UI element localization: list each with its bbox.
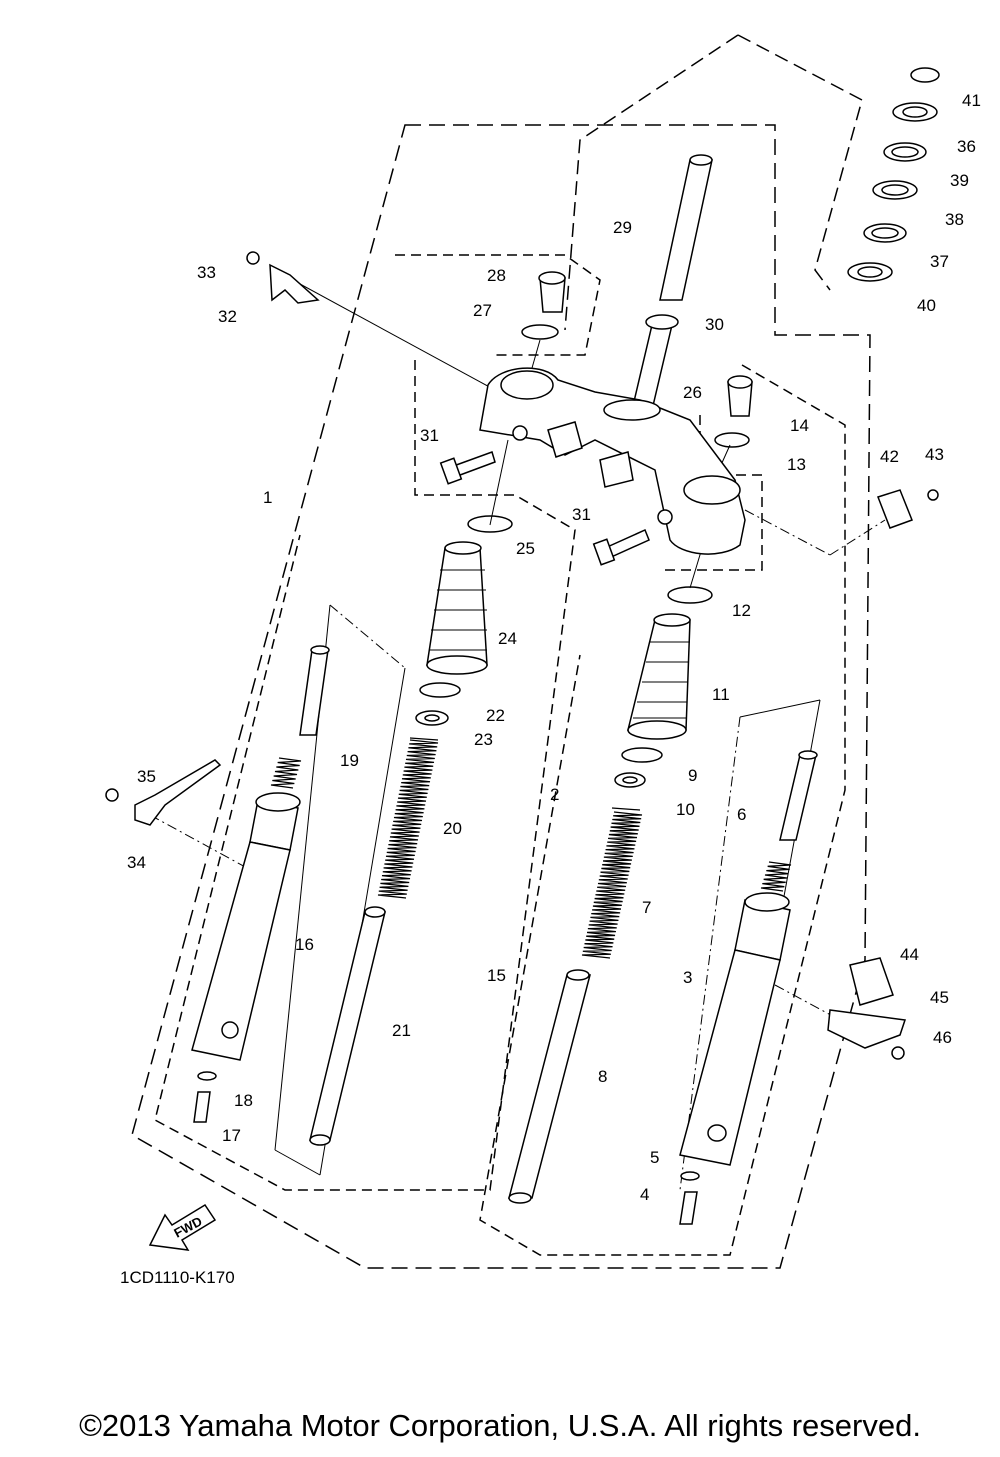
- callout-41: 41: [962, 91, 981, 110]
- drawing-code: 1CD1110-K170: [120, 1268, 235, 1287]
- outline-right-inner: [479, 364, 846, 1256]
- callout-30: 30: [705, 315, 724, 334]
- bolts-31: [439, 451, 650, 566]
- outline-fork-assembly-1: [131, 124, 871, 1269]
- callout-22: 22: [486, 706, 505, 725]
- callout-15: 15: [487, 966, 506, 985]
- small-spring-6: [760, 861, 792, 892]
- callout-28: 28: [487, 266, 506, 285]
- callout-13: 13: [787, 455, 806, 474]
- callout-8: 8: [598, 1067, 607, 1086]
- callout-36: 36: [957, 137, 976, 156]
- callout-40: 40: [917, 296, 936, 315]
- outline-steering-head: [737, 34, 863, 291]
- brackets-and-bolts: [105, 251, 939, 1060]
- fwd-arrow-icon: FWD: [148, 1203, 217, 1251]
- bottom-bolts: [193, 1071, 700, 1225]
- assembly-outlines: [131, 34, 871, 1269]
- outline-bracket-lower: [154, 360, 576, 1191]
- oil-seals: [415, 710, 646, 788]
- copyright-notice: ©2013 Yamaha Motor Corporation, U.S.A. A…: [79, 1408, 921, 1443]
- callout-33: 33: [197, 263, 216, 282]
- callout-24: 24: [498, 629, 517, 648]
- callout-6: 6: [737, 805, 746, 824]
- circlips: [419, 515, 713, 763]
- callout-34: 34: [127, 853, 146, 872]
- callout-14: 14: [790, 416, 809, 435]
- callout-26: 26: [683, 383, 702, 402]
- callout-31a: 31: [420, 426, 439, 445]
- dust-boot-ribs: [429, 569, 690, 719]
- fork-spring-20: [377, 739, 439, 899]
- callout-17: 17: [222, 1126, 241, 1145]
- small-spring-19: [270, 757, 302, 789]
- callout-12: 12: [732, 601, 751, 620]
- callout-9: 9: [688, 766, 697, 785]
- callout-16: 16: [295, 935, 314, 954]
- callout-21: 21: [392, 1021, 411, 1040]
- callout-labels: 1234567891011121314151617181920212223242…: [127, 91, 981, 1204]
- outer-tubes: [191, 792, 791, 1166]
- callout-2: 2: [550, 785, 559, 804]
- dust-boots: [426, 541, 691, 740]
- callout-43: 43: [925, 445, 944, 464]
- callout-29: 29: [613, 218, 632, 237]
- callout-5: 5: [650, 1148, 659, 1167]
- callout-32: 32: [218, 307, 237, 326]
- callout-3: 3: [683, 968, 692, 987]
- caps-and-o-rings: [521, 271, 753, 448]
- callout-4: 4: [640, 1185, 649, 1204]
- callout-31b: 31: [572, 505, 591, 524]
- inner-tubes: [309, 906, 591, 1204]
- callout-27: 27: [473, 301, 492, 320]
- springs: [409, 737, 641, 811]
- callout-10: 10: [676, 800, 695, 819]
- callout-37: 37: [930, 252, 949, 271]
- callout-35: 35: [137, 767, 156, 786]
- damper-rods: [299, 645, 818, 841]
- callout-7: 7: [642, 898, 651, 917]
- callout-42: 42: [880, 447, 899, 466]
- steering-stem: [631, 154, 713, 411]
- callout-45: 45: [930, 988, 949, 1007]
- callout-23: 23: [474, 730, 493, 749]
- callout-46: 46: [933, 1028, 952, 1047]
- callout-20: 20: [443, 819, 462, 838]
- callout-38: 38: [945, 210, 964, 229]
- head-bearing-parts: [847, 67, 940, 282]
- callout-39: 39: [950, 171, 969, 190]
- callout-19: 19: [340, 751, 359, 770]
- fork-spring-7: [581, 811, 643, 959]
- callout-11: 11: [712, 685, 730, 704]
- upper-bracket: [479, 367, 746, 555]
- callout-44: 44: [900, 945, 919, 964]
- callout-25: 25: [516, 539, 535, 558]
- callout-1: 1: [263, 488, 272, 507]
- callout-18: 18: [234, 1091, 253, 1110]
- outline-bracket-upper: [395, 254, 601, 356]
- outline-steering-head-2: [564, 34, 739, 331]
